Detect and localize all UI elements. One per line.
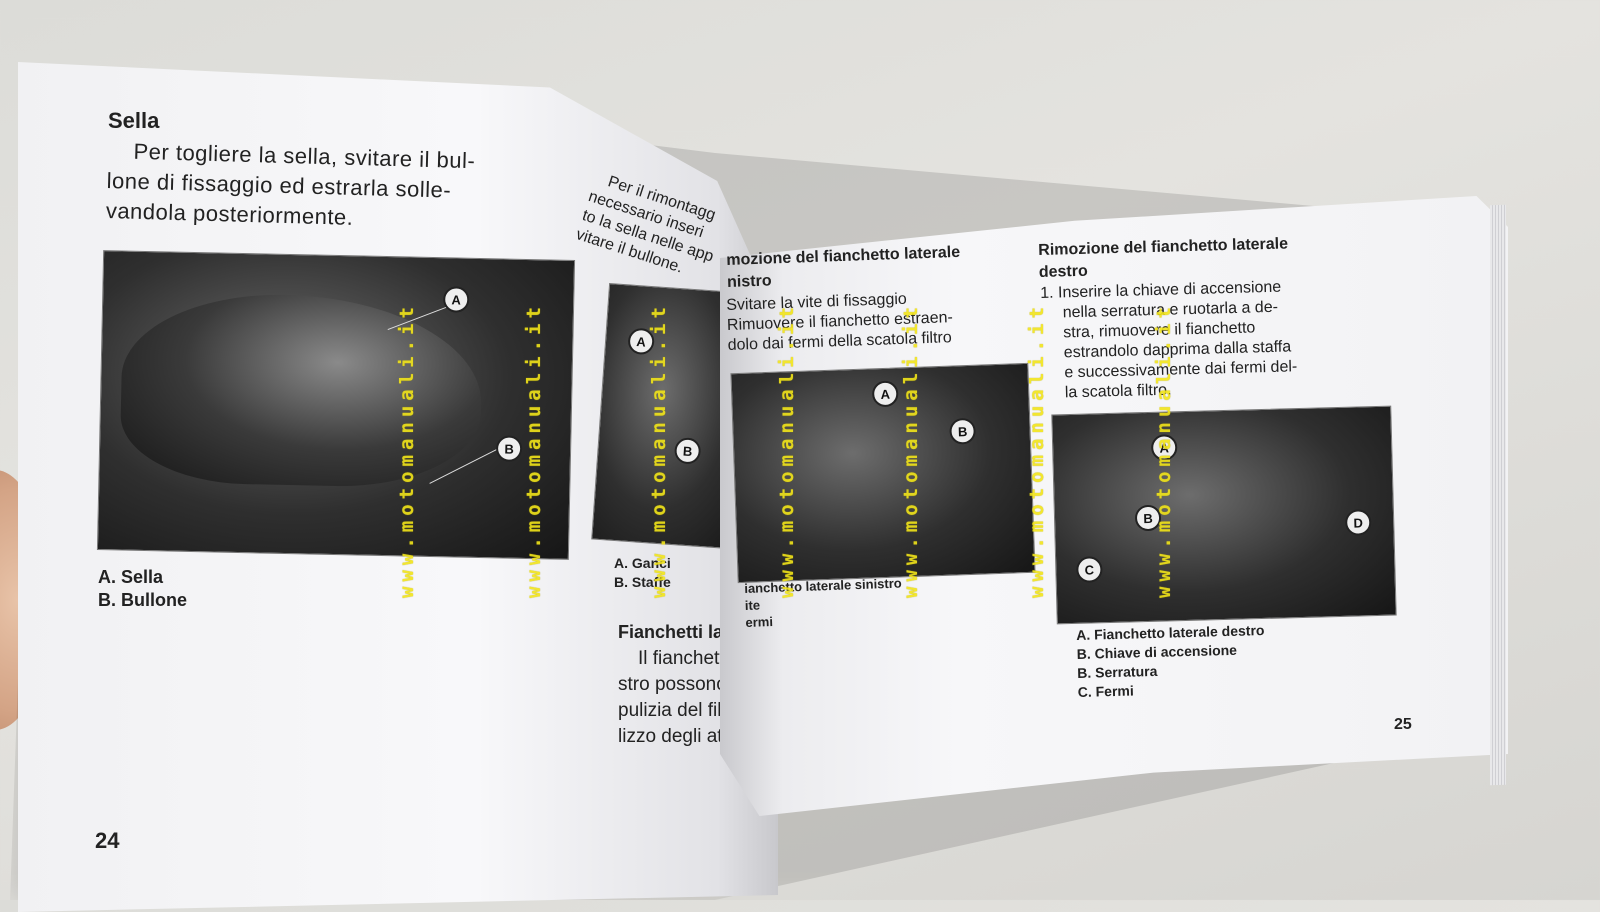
marker-a3: A bbox=[871, 380, 899, 408]
left-heading: Sella bbox=[108, 108, 160, 133]
watermark-6: www.motomanuali.it bbox=[1026, 302, 1048, 598]
marker-b: B bbox=[495, 435, 523, 462]
seat-shape bbox=[119, 291, 484, 490]
left-side-panel-heading: mozione del fianchetto laterale nistro bbox=[726, 242, 961, 294]
photo4-captions: A. Fianchetto laterale destro B. Chiave … bbox=[1076, 621, 1266, 702]
marker-d4: D bbox=[1344, 509, 1372, 536]
watermark-1: www.motomanuali.it bbox=[396, 302, 418, 598]
watermark-5: www.motomanuali.it bbox=[900, 302, 922, 598]
right-panel-photo: A B C D bbox=[1051, 405, 1397, 625]
watermark-4: www.motomanuali.it bbox=[776, 302, 798, 598]
marker-c4: C bbox=[1076, 556, 1103, 583]
page-number-right: 25 bbox=[1394, 716, 1412, 733]
seat-photo: A B bbox=[96, 250, 576, 560]
page-number-left: 24 bbox=[95, 828, 120, 853]
marker-a: A bbox=[442, 286, 470, 313]
watermark-2: www.motomanuali.it bbox=[523, 302, 545, 598]
photo1-captions: A. Sella B. Bullone bbox=[98, 566, 187, 612]
left-intro: Per togliere la sella, svitare il bul- l… bbox=[105, 136, 476, 236]
caption-sella: A. Sella bbox=[98, 567, 164, 587]
photo2-captions: A. Ganci B. Staffe bbox=[614, 554, 671, 592]
caption-staffe: B. Staffe bbox=[614, 574, 671, 590]
watermark-3: www.motomanuali.it bbox=[648, 302, 670, 598]
caption-bullone: B. Bullone bbox=[98, 590, 187, 610]
page-edge bbox=[1490, 204, 1506, 786]
photo3-captions: ianchetto laterale sinistro ite ermi bbox=[744, 575, 903, 631]
right-side-panel-heading: Rimozione del fianchetto laterale destro bbox=[1038, 233, 1289, 284]
marker-b3: B bbox=[949, 417, 977, 445]
caption-ganci: A. Ganci bbox=[614, 555, 671, 571]
marker-b2: B bbox=[673, 437, 702, 465]
watermark-7: www.motomanuali.it bbox=[1153, 302, 1175, 598]
